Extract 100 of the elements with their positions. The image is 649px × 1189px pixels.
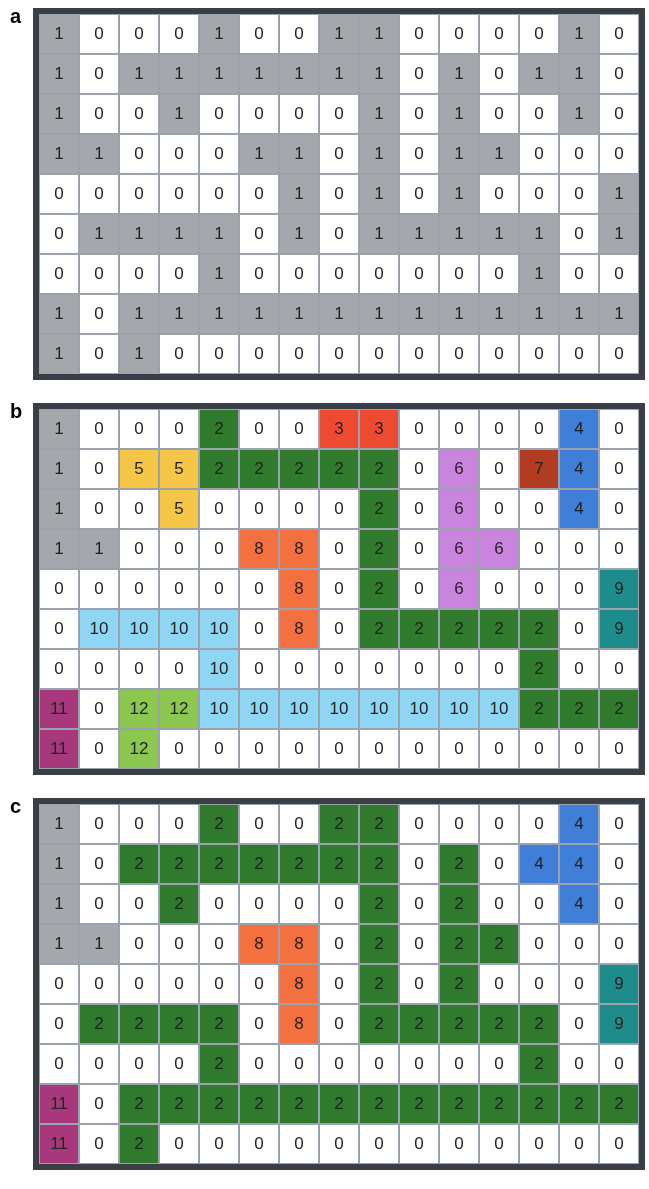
panel-label: a [10, 6, 22, 26]
grid-cell: 0 [599, 94, 639, 134]
grid-cell: 0 [199, 964, 239, 1004]
grid-cell: 0 [239, 14, 279, 54]
grid-cell: 0 [319, 729, 359, 769]
panel-label: c [10, 796, 22, 816]
grid-cell: 3 [319, 409, 359, 449]
grid-cell: 0 [559, 254, 599, 294]
grid-cell: 4 [559, 489, 599, 529]
grid-cell: 0 [399, 1044, 439, 1084]
grid-cell: 0 [159, 529, 199, 569]
grid-cell: 8 [279, 609, 319, 649]
grid-cell: 2 [159, 1084, 199, 1124]
grid-cell: 10 [119, 609, 159, 649]
grid-cell: 0 [39, 964, 79, 1004]
grid-cell: 1 [439, 134, 479, 174]
grid-cell: 0 [159, 14, 199, 54]
grid-cell: 10 [159, 609, 199, 649]
grid-cell: 0 [119, 924, 159, 964]
grid-cell: 0 [479, 964, 519, 1004]
grid-cell: 0 [39, 214, 79, 254]
grid-cell: 0 [559, 964, 599, 1004]
grid-cell: 0 [119, 804, 159, 844]
grid-cell: 2 [399, 1004, 439, 1044]
grid-cell: 2 [559, 1084, 599, 1124]
grid-cell: 0 [159, 409, 199, 449]
grid-cell: 1 [79, 134, 119, 174]
grid-cell: 2 [519, 609, 559, 649]
grid-cell: 0 [79, 94, 119, 134]
grid-cell: 0 [399, 964, 439, 1004]
grid-cell: 10 [199, 649, 239, 689]
grid-cell: 2 [359, 844, 399, 884]
grid-cell: 2 [519, 1084, 559, 1124]
grid-cell: 1 [399, 214, 439, 254]
grid-cell: 0 [79, 14, 119, 54]
grid-cell: 2 [439, 609, 479, 649]
grid-cell: 2 [519, 689, 559, 729]
grid-cell: 4 [559, 804, 599, 844]
grid-cell: 0 [239, 1004, 279, 1044]
grid-cell: 0 [519, 134, 559, 174]
grid-cell: 8 [239, 529, 279, 569]
grid-cell: 0 [239, 94, 279, 134]
grid-cell: 0 [199, 94, 239, 134]
grid-cell: 2 [359, 964, 399, 1004]
grid-cell: 2 [359, 449, 399, 489]
grid-cell: 1 [359, 94, 399, 134]
grid-cell: 0 [119, 884, 159, 924]
grid-cell: 1 [159, 54, 199, 94]
grid-cell: 9 [599, 964, 639, 1004]
grid-cell: 8 [279, 529, 319, 569]
grid-cell: 0 [359, 1124, 399, 1164]
grid-cell: 0 [479, 254, 519, 294]
grid-cell: 6 [439, 449, 479, 489]
grid-cell: 0 [359, 1044, 399, 1084]
grid-cell: 0 [199, 489, 239, 529]
grid-cell: 4 [559, 449, 599, 489]
grid-cell: 8 [279, 964, 319, 1004]
grid-cell: 2 [279, 844, 319, 884]
grid-cell: 11 [39, 1084, 79, 1124]
grid-cell: 1 [559, 54, 599, 94]
grid-cell: 0 [159, 334, 199, 374]
grid-cell: 2 [199, 1044, 239, 1084]
grid-cell: 0 [559, 609, 599, 649]
grid-cell: 1 [599, 294, 639, 334]
grid-cell: 0 [599, 649, 639, 689]
grid-cell: 0 [399, 334, 439, 374]
grid-cell: 2 [79, 1004, 119, 1044]
grid-cell: 0 [239, 649, 279, 689]
grid-cell: 1 [439, 294, 479, 334]
grid-cell: 0 [199, 134, 239, 174]
grid-cell: 6 [439, 569, 479, 609]
grid-cell: 0 [159, 1044, 199, 1084]
grid-cell: 0 [79, 449, 119, 489]
grid-cell: 0 [239, 334, 279, 374]
grid-cell: 0 [479, 884, 519, 924]
grid-cell: 5 [119, 449, 159, 489]
grid-cell: 0 [479, 649, 519, 689]
grid-cell: 2 [479, 1084, 519, 1124]
grid-cell: 2 [599, 689, 639, 729]
grid-cell: 1 [359, 134, 399, 174]
grid-cell: 0 [399, 489, 439, 529]
grid-cell: 0 [39, 254, 79, 294]
grid-cell: 1 [599, 174, 639, 214]
grid-cell: 5 [159, 449, 199, 489]
grid-cell: 0 [279, 884, 319, 924]
grid-cell: 0 [279, 489, 319, 529]
grid-cell: 0 [559, 134, 599, 174]
grid-cell: 0 [119, 529, 159, 569]
grid-cell: 0 [359, 649, 399, 689]
grid-cell: 0 [279, 334, 319, 374]
grid-cell: 1 [359, 54, 399, 94]
grid-cell: 0 [279, 14, 319, 54]
grid-cell: 0 [119, 14, 159, 54]
grid-cell: 2 [359, 884, 399, 924]
grid-cell: 2 [199, 804, 239, 844]
grid-cell: 0 [519, 489, 559, 529]
grid-cell: 0 [519, 334, 559, 374]
grid-cell: 2 [359, 924, 399, 964]
grid-cell: 1 [239, 54, 279, 94]
grid-cell: 0 [39, 609, 79, 649]
